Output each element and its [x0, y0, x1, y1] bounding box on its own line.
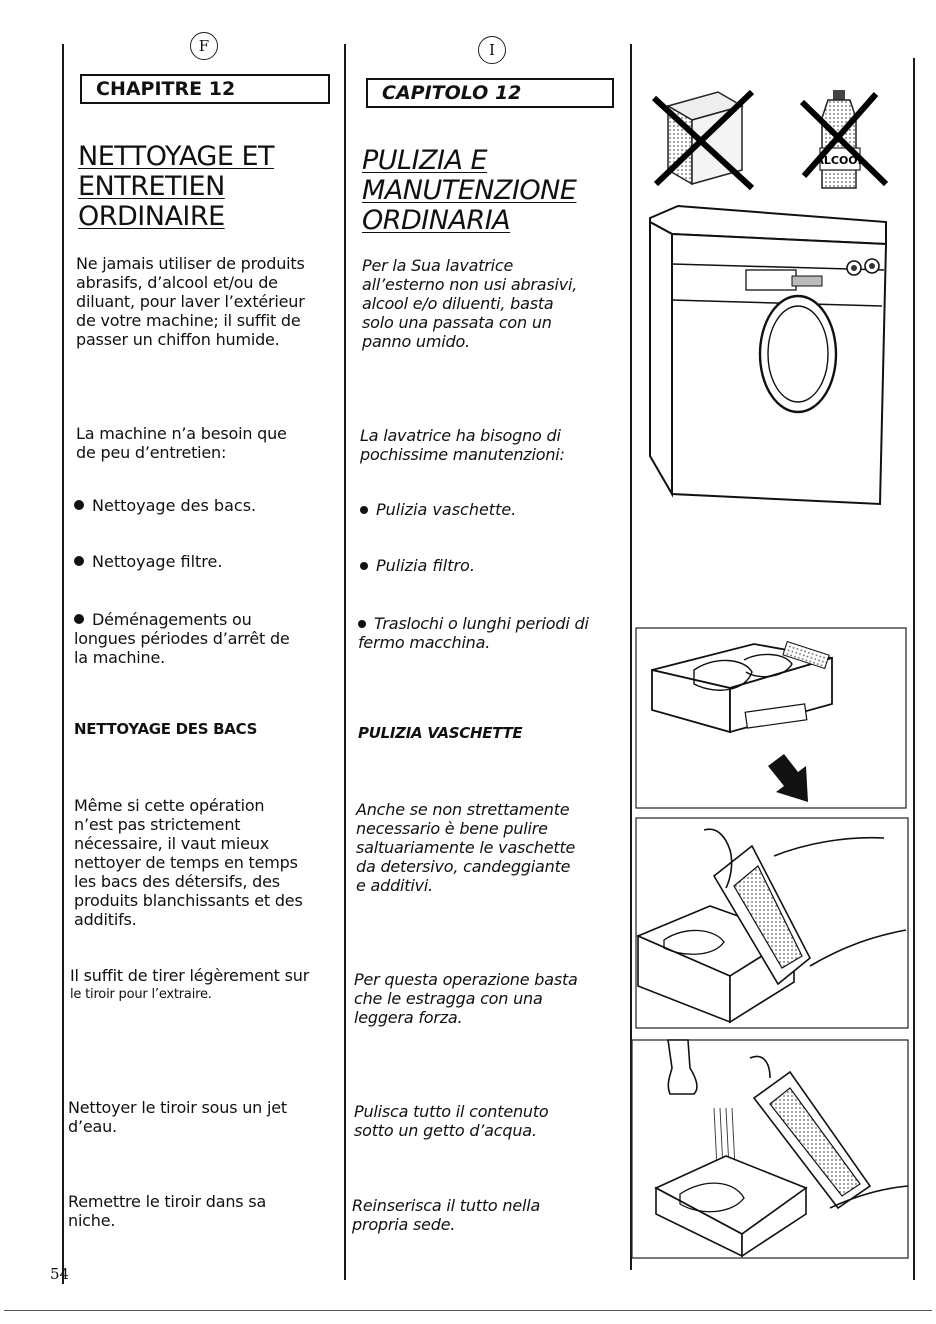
french-language-mark: F: [190, 32, 218, 60]
french-bullet-3: Déménagements ou longues périodes d’arrê…: [74, 610, 290, 667]
french-bullet-2: Nettoyage filtre.: [74, 552, 222, 571]
italian-bullet-2: Pulizia filtro.: [360, 556, 475, 575]
bottom-line: [4, 1310, 932, 1311]
right-rule-1: [630, 44, 632, 1270]
left-rule: [62, 44, 64, 1284]
drawer-rinse-illustration: [631, 1039, 909, 1259]
machine-door-icon: [758, 294, 838, 414]
italian-subheading: PULIZIA VASCHETTE: [358, 724, 523, 742]
page-number: 54: [50, 1265, 70, 1283]
italian-bullet-1: Pulizia vaschette.: [360, 500, 516, 519]
italian-language-mark: I: [478, 36, 506, 64]
water-tap-icon: [667, 1039, 698, 1095]
right-rule-2: [913, 58, 915, 1280]
forbidden-products-illustration: ALCOOL: [651, 89, 889, 191]
powder-box-icon: [651, 89, 755, 191]
drawer-lift-illustration: [635, 817, 909, 1029]
alcohol-bottle-icon: ALCOOL: [799, 90, 889, 189]
washing-machine-illustration: [649, 204, 888, 506]
italian-bullet-3: Traslochi o lunghi periodi di fermo macc…: [358, 614, 589, 652]
down-arrow-icon: [768, 754, 808, 802]
french-title: NETTOYAGE ET ENTRETIEN ORDINAIRE: [78, 141, 275, 232]
french-chapter-box: CHAPITRE 12: [80, 74, 330, 104]
alcool-label: ALCOOL: [815, 154, 864, 167]
drawer-extract-illustration: [635, 627, 907, 809]
center-rule: [344, 44, 346, 1280]
french-bullet-1: Nettoyage des bacs.: [74, 496, 256, 515]
french-subheading: NETTOYAGE DES BACS: [74, 720, 258, 738]
italian-chapter-box: CAPITOLO 12: [366, 78, 614, 108]
italian-title: PULIZIA E MANUTENZIONE ORDINARIA: [362, 145, 577, 236]
